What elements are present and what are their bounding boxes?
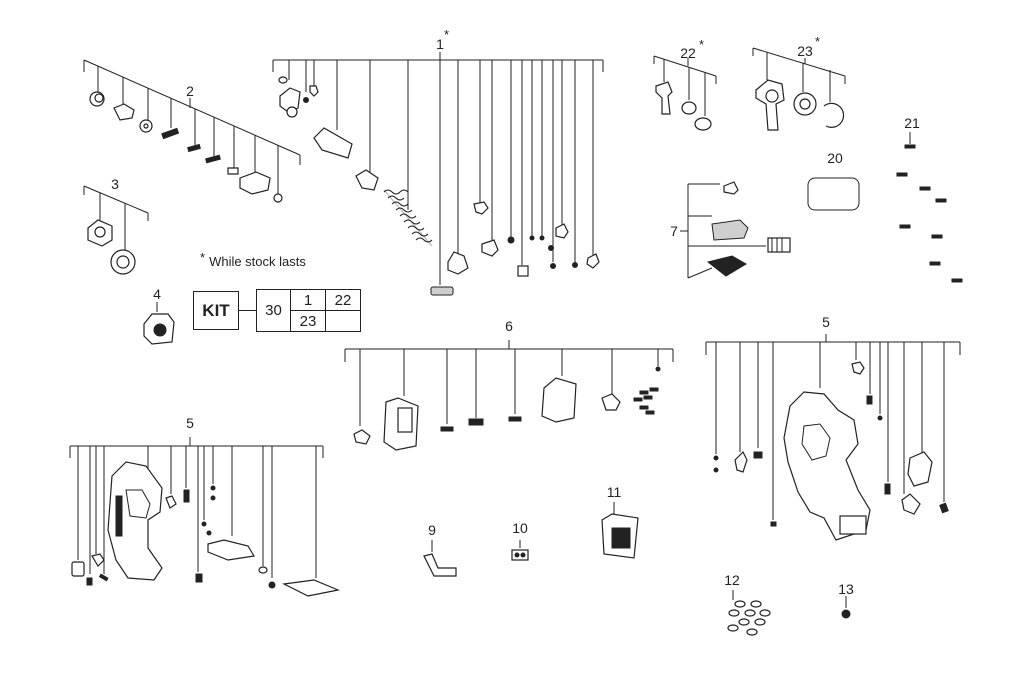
callout-12: 12 — [724, 572, 740, 588]
group-5-left-parts — [71, 461, 341, 597]
callout-5-left: 5 — [186, 415, 194, 431]
part-4 — [143, 302, 175, 345]
callout-5-right: 5 — [822, 314, 830, 330]
group-3-parts — [87, 219, 136, 275]
callout-7: 7 — [670, 223, 678, 239]
part-9 — [423, 540, 457, 577]
callout-20: 20 — [827, 150, 843, 166]
star-1: * — [444, 27, 450, 42]
callout-2: 2 — [186, 83, 194, 99]
callout-4: 4 — [153, 286, 161, 302]
kit-label: KIT — [193, 291, 239, 330]
part-21-screws — [896, 132, 963, 283]
part-10 — [511, 540, 529, 561]
callout-6: 6 — [505, 318, 513, 334]
callout-3: 3 — [111, 176, 119, 192]
group-7-parts — [706, 181, 791, 277]
group-1-parts — [278, 76, 600, 296]
kit-cell: 22 — [325, 289, 361, 311]
callout-21: 21 — [904, 115, 920, 131]
kit-cell: 1 — [290, 289, 326, 311]
group-1-bracket — [272, 52, 604, 285]
group-5-right-bracket — [705, 334, 961, 520]
callout-22: 22 — [680, 45, 696, 61]
group-22-parts — [655, 81, 712, 131]
note-star: * — [200, 250, 206, 265]
group-5-right-parts — [713, 361, 949, 541]
callout-23: 23 — [797, 43, 813, 59]
part-12 — [727, 590, 771, 636]
group-22-bracket — [653, 55, 717, 116]
group-5-left-bracket — [69, 437, 324, 578]
note-text: While stock lasts — [209, 254, 306, 269]
group-23-parts — [755, 79, 845, 131]
callout-10: 10 — [512, 520, 528, 536]
stock-note: *While stock lasts — [200, 250, 306, 269]
kit-cell — [325, 310, 361, 332]
group-6-parts — [353, 366, 661, 451]
group-7-bracket — [680, 183, 766, 279]
part-20 — [807, 177, 860, 211]
star-23: * — [815, 34, 821, 49]
callout-1: 1 — [436, 36, 444, 52]
group-6-bracket — [344, 340, 674, 426]
callout-11: 11 — [606, 484, 622, 500]
star-22: * — [699, 37, 705, 52]
part-11 — [601, 502, 639, 559]
group-3-bracket — [83, 185, 149, 250]
spring — [383, 189, 433, 247]
kit-table: 30 1 22 23 — [256, 289, 361, 332]
group-23-bracket — [752, 47, 846, 102]
kit-number: 30 — [256, 289, 291, 332]
group-2-bracket — [83, 59, 301, 195]
kit-connector — [239, 310, 256, 311]
group-2-parts — [89, 91, 283, 203]
callout-13: 13 — [838, 581, 854, 597]
callout-9: 9 — [428, 522, 436, 538]
part-13 — [841, 596, 851, 619]
kit-cell: 23 — [290, 310, 326, 332]
